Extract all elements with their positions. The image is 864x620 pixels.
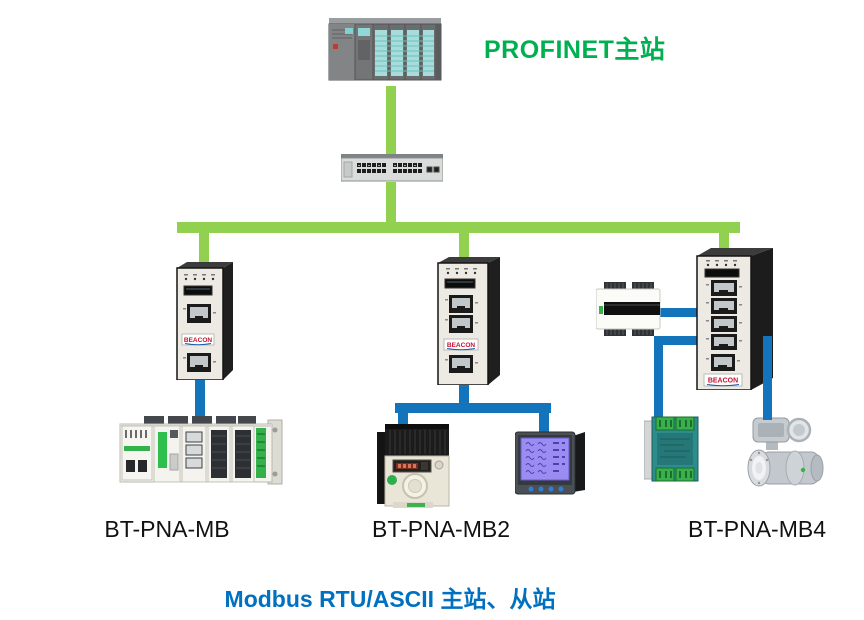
gateway-device-1: BEACON <box>175 260 235 385</box>
ethernet-switch-device <box>340 152 444 189</box>
gateway-label-1: BT-PNA-MB <box>104 516 230 542</box>
plc-rack-bottom-icon <box>119 416 283 485</box>
vfd-drive-device <box>377 424 455 517</box>
switch-icon <box>340 154 444 182</box>
modbus-line-gateway1-to-rack <box>195 378 205 420</box>
gateway1-icon: BEACON <box>176 262 233 381</box>
modbus-line-plc-to-gateway3 <box>658 308 700 317</box>
plc-rack-icon <box>328 18 442 81</box>
power-meter-device <box>514 430 587 501</box>
modbus-line-gateway2-stub <box>459 382 469 406</box>
gateway-label-2: BT-PNA-MB2 <box>371 516 511 542</box>
isolator-icon <box>643 416 699 482</box>
compact-plc-icon <box>595 282 661 336</box>
modbus-line-gateway2-tee <box>395 403 551 413</box>
profinet-line-plc-to-switch <box>386 86 396 156</box>
power-meter-icon <box>514 431 585 495</box>
modbus-drop-vfd <box>398 412 408 428</box>
gateway-label-3: BT-PNA-MB4 <box>687 516 827 542</box>
modbus-elbow-isolator-v <box>654 336 663 418</box>
profinet-drop-gateway2 <box>459 232 469 260</box>
vfd-icon <box>377 424 450 508</box>
profinet-plc-device <box>325 14 447 93</box>
beacon-brand-text: BEACON <box>447 342 475 349</box>
profinet-drop-gateway1 <box>199 232 209 264</box>
modbus-elbow-isolator-h <box>654 336 700 345</box>
profinet-drop-gateway3 <box>719 232 729 252</box>
profinet-line-switch-to-bus <box>386 182 396 224</box>
beacon-brand-text: BEACON <box>708 378 738 385</box>
gateway-device-2: BEACON <box>436 255 502 390</box>
profinet-bus-line <box>177 222 740 233</box>
profinet-master-label: PROFINET主站 <box>484 36 666 64</box>
modbus-caption: Modbus RTU/ASCII 主站、从站 <box>224 586 556 612</box>
modbus-elbow-flowmeter-v <box>763 336 772 420</box>
gateway2-icon: BEACON <box>437 257 500 386</box>
beacon-brand-text: BEACON <box>184 337 212 344</box>
compact-plc-device <box>595 282 664 341</box>
flowmeter-icon <box>747 417 824 487</box>
flowmeter-device <box>737 416 832 495</box>
signal-isolator-device <box>643 415 706 488</box>
modbus-plc-rack-device <box>118 412 285 497</box>
modbus-drop-meter <box>539 412 549 437</box>
